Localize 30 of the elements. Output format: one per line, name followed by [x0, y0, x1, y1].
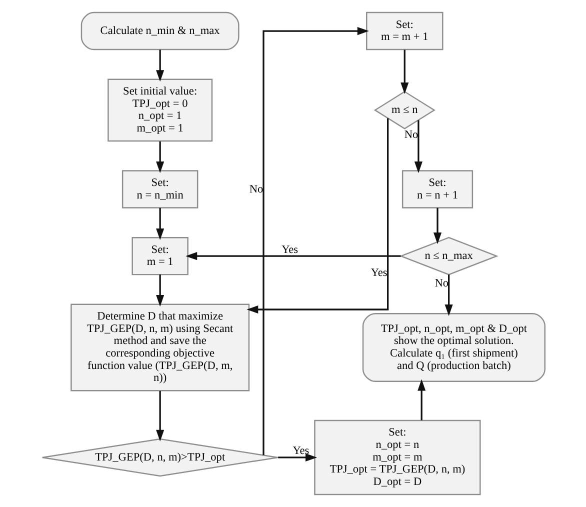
arrow	[156, 208, 164, 240]
node-box: Set: n = n_min	[121, 170, 198, 208]
arrow	[414, 120, 422, 174]
arrow	[417, 379, 426, 420]
arrow	[262, 27, 368, 456]
edge-label: Yes	[292, 445, 309, 458]
edge-label: Yes	[281, 244, 298, 256]
node-box: Set: n_opt = n m_opt = m TPJ_opt = TPJ_GEP(D, n, m) D_opt = D	[314, 420, 480, 496]
edge-label: Yes	[370, 266, 387, 279]
edge-label: No	[434, 278, 448, 290]
arrow	[156, 50, 164, 82]
arrow	[278, 453, 317, 462]
node-box: Set initial value: TPJ_opt = 0 n_opt = 1 m_opt = 1	[107, 78, 212, 142]
arrow	[444, 274, 452, 316]
node-box: Set: m = 1	[131, 236, 188, 276]
arrow	[156, 390, 164, 442]
node-diamond: n ≤ n_max	[398, 236, 498, 276]
arrow	[246, 118, 388, 314]
node-box: Calculate n_min & n_max	[80, 12, 239, 50]
node-box: Set: n = n + 1	[401, 170, 473, 208]
arrow	[156, 141, 164, 174]
node-box: TPJ_opt, n_opt, m_opt & D_opt show the optimal solution. Calculate q₁ (first shipment) and Q (production batch)	[362, 313, 545, 382]
arrow	[432, 208, 442, 244]
node-diamond: m ≤ n	[373, 90, 435, 130]
node-diamond: TPJ_GEP(D, n, m)>TPJ_opt	[41, 438, 278, 477]
arrow	[400, 50, 408, 94]
node-box: Set: m = m + 1	[366, 12, 443, 50]
arrow	[185, 252, 400, 260]
arrow	[156, 274, 164, 307]
node-box: Determine D that maximize TPJ_GEP(D, n, m) using Secant method and save the corresponding objective function value (TPJ_GEP(D, m, n))	[70, 304, 250, 392]
